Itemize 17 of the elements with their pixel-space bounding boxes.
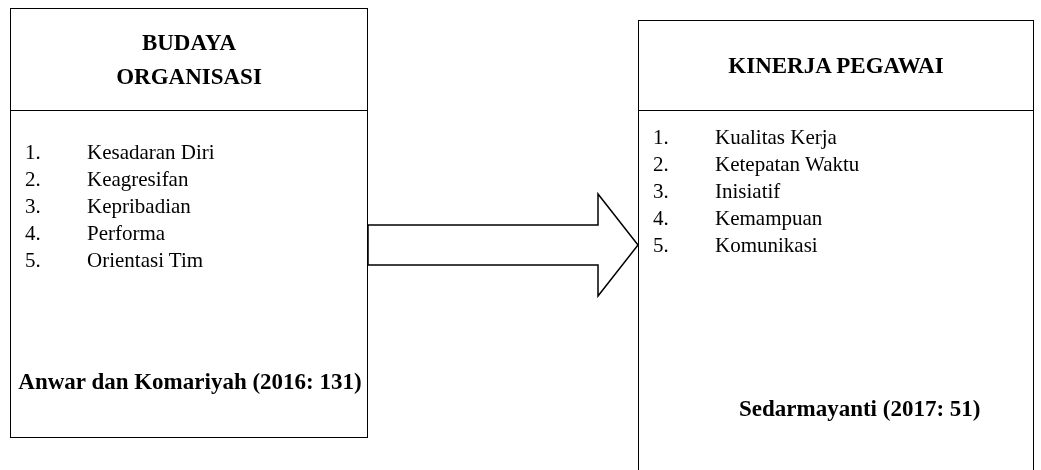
list-item: 5. Komunikasi: [653, 232, 818, 259]
concept-box: [10, 8, 368, 438]
list-item: 2. Keagresifan: [25, 166, 189, 193]
block-arrow: [367, 191, 639, 299]
list-item: 4. Performa: [25, 220, 166, 247]
citation: Anwar dan Komariyah (2016: 131): [17, 368, 363, 396]
list-item: 3. Inisiatif: [653, 178, 781, 205]
list-item: 4. Kemampuan: [653, 205, 823, 232]
box-heading: BUDAYA ORGANISASI: [115, 29, 263, 91]
list-item: 1. Kesadaran Diri: [25, 139, 215, 166]
list-item: 1. Kualitas Kerja: [653, 124, 837, 151]
box-heading: KINERJA PEGAWAI: [728, 51, 944, 80]
list-item: 5. Orientasi Tim: [25, 247, 204, 274]
list-item: 2. Ketepatan Waktu: [653, 151, 860, 178]
list-item: 3. Kepribadian: [25, 193, 191, 220]
concept-box: [638, 20, 1034, 470]
citation: Sedarmayanti (2017: 51): [739, 395, 982, 423]
